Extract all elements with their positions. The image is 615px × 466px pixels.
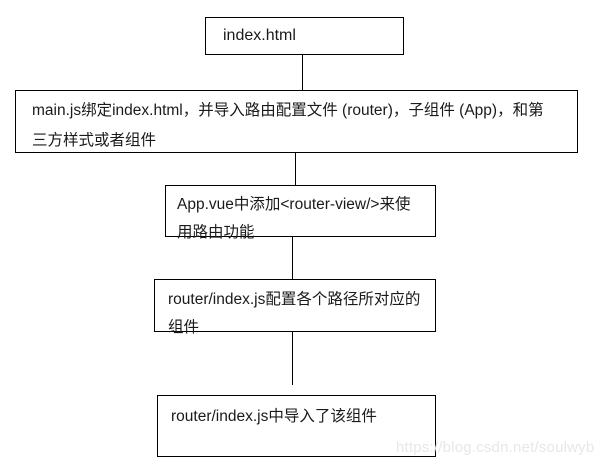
flow-node-router-index-config: router/index.js配置各个路径所对应的 组件 xyxy=(154,279,436,336)
node-text-line-2: 用路由功能 xyxy=(177,224,255,241)
node-text: index.html xyxy=(223,27,296,44)
node-text-line-1: App.vue中添加<router-view/>来使 xyxy=(177,196,411,213)
node-text-line-1: main.js绑定index.html，并导入路由配置文件 (router)，子… xyxy=(32,102,544,119)
flow-node-app-vue: App.vue中添加<router-view/>来使 用路由功能 xyxy=(165,185,436,241)
flow-node-main-js: main.js绑定index.html，并导入路由配置文件 (router)，子… xyxy=(15,90,578,153)
node-text-line-2: 组件 xyxy=(168,319,200,336)
flow-node-index-html: index.html xyxy=(205,17,404,55)
node-text-line-2: 三方样式或者组件 xyxy=(32,132,157,149)
flow-node-router-index-import: router/index.js中导入了该组件 xyxy=(157,395,436,457)
csdn-watermark: https://blog.csdn.net/soulwyb xyxy=(396,439,595,456)
connector-app-vue-to-router-config xyxy=(292,237,293,279)
connector-index-html-to-main-js xyxy=(302,55,303,90)
connector-router-config-to-router-import xyxy=(292,332,293,385)
node-text-line-1: router/index.js配置各个路径所对应的 xyxy=(168,291,421,308)
connector-main-js-to-app-vue xyxy=(295,153,296,185)
node-text: router/index.js中导入了该组件 xyxy=(171,408,377,425)
